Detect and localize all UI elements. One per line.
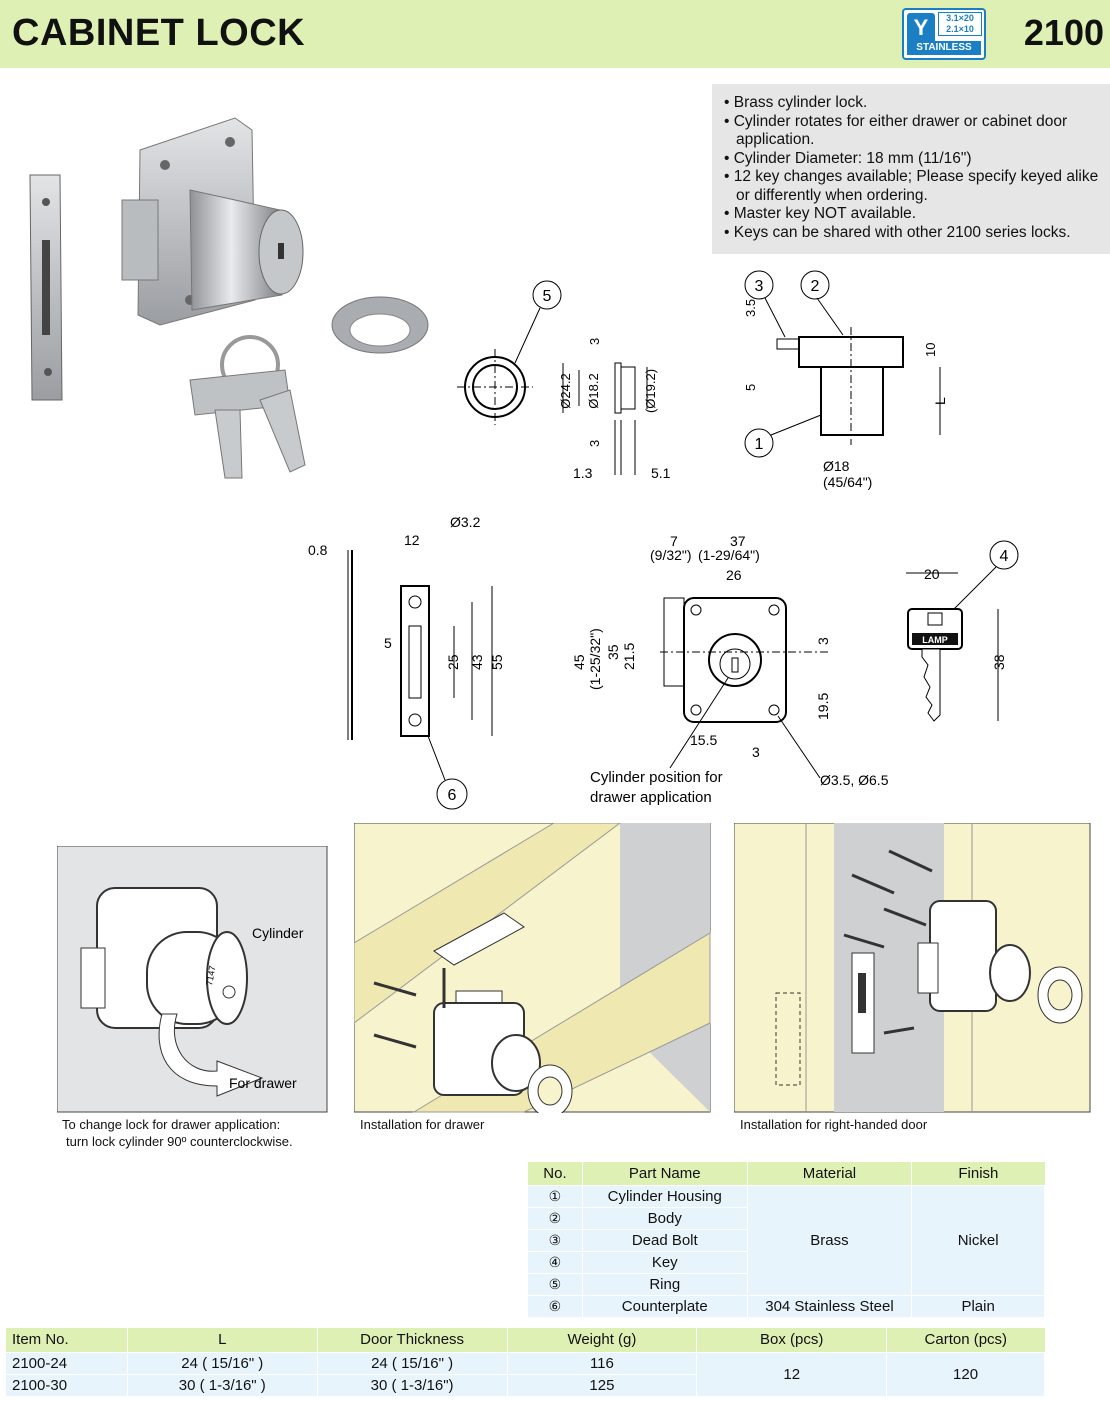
svg-text:19.5: 19.5: [815, 693, 831, 720]
svg-text:drawer application: drawer application: [590, 789, 712, 806]
svg-text:3: 3: [587, 440, 602, 447]
feature-item: Keys can be shared with other 2100 serie…: [724, 224, 1102, 243]
product-photo: [29, 117, 429, 479]
svg-text:(1-29/64"): (1-29/64"): [698, 547, 760, 563]
col-header: No.: [527, 1162, 583, 1185]
svg-text:3: 3: [587, 338, 602, 345]
svg-text:0.8: 0.8: [308, 542, 328, 558]
door-installation-illustration: [734, 823, 1091, 1113]
feature-item: Brass cylinder lock.: [724, 94, 1102, 113]
model-number: 2100: [1023, 12, 1104, 53]
feature-item: Cylinder rotates for either drawer or ca…: [724, 113, 1102, 150]
material-ss: 304 Stainless Steel: [746, 1294, 913, 1318]
svg-text:(1-25/32"): (1-25/32"): [587, 628, 603, 690]
svg-text:7: 7: [670, 533, 678, 549]
rotate-cylinder-illustration: 7147 Cylinder For drawer: [57, 846, 328, 1113]
svg-text:Ø3.2: Ø3.2: [450, 514, 481, 530]
parts-table: No. Part Name Material Finish ① Cylinder…: [527, 1162, 1045, 1318]
key-drawing: 4 20 LAMP 38: [906, 540, 1019, 722]
col-header: Carton (pcs): [886, 1328, 1045, 1352]
svg-text:3: 3: [752, 744, 760, 760]
table-row: ① Cylinder Housing Brass Nickel: [527, 1184, 1045, 1296]
svg-text:3.5: 3.5: [743, 299, 758, 317]
svg-text:1: 1: [755, 436, 764, 453]
svg-text:6: 6: [448, 787, 457, 804]
svg-text:(45/64"): (45/64"): [823, 474, 872, 490]
svg-text:Ø18: Ø18: [823, 458, 850, 474]
svg-text:43: 43: [469, 654, 485, 670]
col-header: L: [126, 1328, 318, 1352]
svg-text:10: 10: [923, 343, 938, 357]
material-brass: Brass: [746, 1184, 913, 1296]
svg-text:For drawer: For drawer: [229, 1075, 297, 1091]
carton-qty: 120: [886, 1351, 1045, 1397]
finish-nickel: Nickel: [911, 1184, 1045, 1296]
svg-text:26: 26: [726, 567, 742, 583]
box-qty: 12: [696, 1351, 888, 1397]
lock-front-drawing: 7 (9/32") 37 (1-29/64") 26 45 (1-25/32")…: [571, 533, 889, 806]
col-header: Finish: [911, 1162, 1045, 1185]
svg-text:LAMP: LAMP: [922, 635, 948, 645]
svg-text:Cylinder: Cylinder: [252, 925, 304, 941]
svg-text:Ø3.5, Ø6.5: Ø3.5, Ø6.5: [820, 772, 889, 788]
svg-text:37: 37: [730, 533, 746, 549]
col-header: Item No.: [5, 1328, 128, 1352]
door-caption: Installation for right-handed door: [740, 1117, 928, 1132]
svg-text:7147: 7147: [204, 965, 217, 986]
table-row: 2100-30 30 ( 1-3/16" ) 30 ( 1-3/16") 125: [5, 1373, 1045, 1397]
col-header: Weight (g): [506, 1328, 697, 1352]
table-row: ⑥ Counterplate 304 Stainless Steel Plain: [527, 1294, 1045, 1318]
lock-side-drawing: 3 2 1 3.5 5 10 L Ø18 (45/64"): [743, 270, 948, 490]
page-title: CABINET LOCK: [12, 12, 306, 54]
drawer-caption: Installation for drawer: [360, 1117, 485, 1132]
feature-item: Cylinder Diameter: 18 mm (11/16"): [724, 150, 1102, 169]
finish-plain: Plain: [911, 1294, 1045, 1318]
svg-text:3: 3: [815, 637, 831, 645]
col-header: Part Name: [581, 1162, 748, 1185]
svg-text:1.3: 1.3: [573, 465, 593, 481]
spec-table: Item No. L Door Thickness Weight (g) Box…: [5, 1328, 1045, 1397]
svg-text:5: 5: [743, 384, 758, 391]
svg-text:12: 12: [404, 532, 420, 548]
svg-text:25: 25: [445, 654, 461, 670]
svg-text:Ø18.2: Ø18.2: [586, 373, 601, 408]
table-row: 2100-24 24 ( 15/16" ) 24 ( 15/16" ) 116 …: [5, 1351, 1045, 1397]
svg-text:45: 45: [571, 654, 587, 670]
ring-drawing: 5 Ø24.2 Ø18.2 (Ø19.2) 3 3 1.3 5.1: [457, 280, 671, 481]
svg-text:55: 55: [489, 654, 505, 670]
col-header: Material: [746, 1162, 912, 1185]
svg-text:(9/32"): (9/32"): [650, 547, 692, 563]
counterplate-drawing: 0.8 12 Ø3.2 5 25 43 55 6: [308, 514, 505, 810]
rotate-caption: To change lock for drawer application: t…: [62, 1117, 293, 1149]
svg-text:20: 20: [924, 566, 940, 582]
feature-item: 12 key changes available; Please specify…: [724, 168, 1102, 205]
feature-list: Brass cylinder lock. Cylinder rotates fo…: [712, 84, 1110, 254]
svg-text:Ø24.2: Ø24.2: [558, 373, 573, 408]
svg-text:Cylinder position for: Cylinder position for: [590, 769, 723, 786]
svg-text:38: 38: [991, 654, 1007, 670]
svg-text:21.5: 21.5: [621, 643, 637, 670]
svg-text:2: 2: [811, 278, 820, 295]
svg-text:5: 5: [543, 288, 552, 305]
svg-text:5.1: 5.1: [651, 465, 671, 481]
svg-text:15.5: 15.5: [690, 732, 717, 748]
svg-text:5: 5: [384, 635, 392, 651]
feature-item: Master key NOT available.: [724, 205, 1102, 224]
svg-text:3: 3: [755, 278, 764, 295]
svg-text:35: 35: [605, 644, 621, 660]
drawer-installation-illustration: [354, 823, 711, 1113]
stainless-label: STAINLESS: [907, 41, 981, 55]
col-header: Door Thickness: [316, 1328, 508, 1352]
svg-text:4: 4: [1000, 548, 1009, 565]
svg-text:(Ø19.2): (Ø19.2): [643, 369, 658, 413]
col-header: Box (pcs): [696, 1328, 887, 1352]
screw-logo-icon: Y: [907, 13, 935, 43]
